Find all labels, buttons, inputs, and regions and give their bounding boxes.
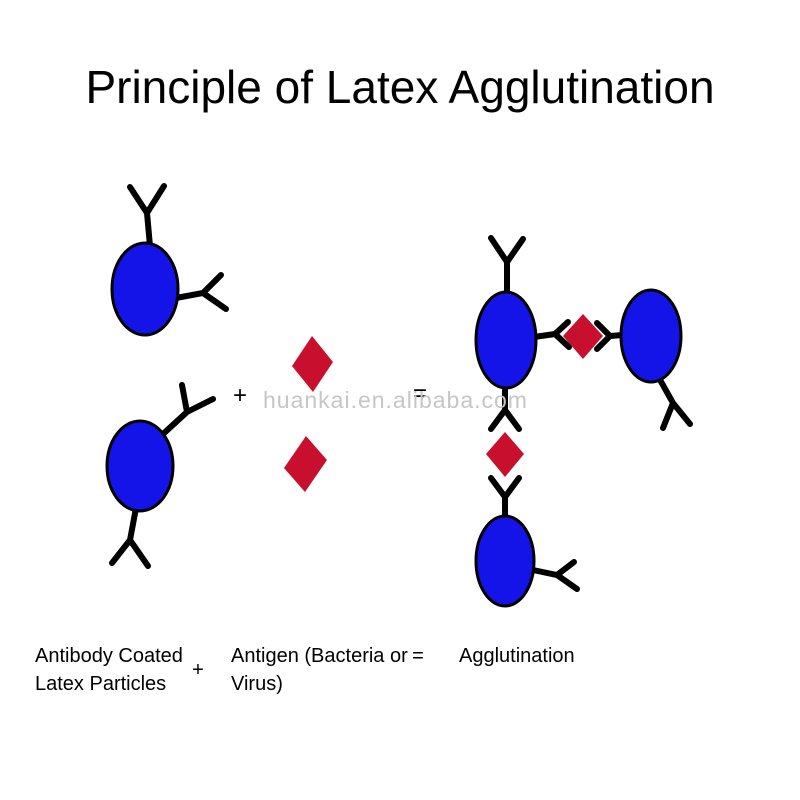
antibody-icon bbox=[488, 235, 526, 295]
antigen-icon bbox=[563, 314, 603, 359]
latex-bead bbox=[110, 241, 180, 337]
antibody-icon bbox=[530, 559, 580, 592]
antigen-icon bbox=[486, 432, 524, 477]
caption-equals: = bbox=[412, 645, 424, 667]
antibody-icon bbox=[656, 375, 693, 431]
latex-bead bbox=[474, 514, 536, 608]
caption-plus: + bbox=[192, 659, 204, 681]
antibody-icon bbox=[127, 183, 167, 249]
latex-bead bbox=[619, 288, 683, 384]
latex-bead bbox=[474, 290, 538, 390]
antibody-icon bbox=[488, 475, 522, 519]
antibody-icon bbox=[160, 382, 216, 437]
page-title: Principle of Latex Agglutination bbox=[85, 61, 714, 113]
antibody-icon bbox=[488, 387, 522, 432]
antibody-icon bbox=[173, 272, 229, 312]
latex-particle-bottom-left bbox=[105, 382, 216, 569]
antibody-icon bbox=[531, 319, 572, 350]
antibody-icon bbox=[109, 505, 151, 569]
watermark-text: huankai.en.alibaba.com bbox=[263, 387, 528, 413]
antibody-icon bbox=[594, 320, 626, 352]
agglutination-cluster bbox=[474, 235, 693, 608]
equals-operator: = bbox=[413, 380, 427, 407]
antigen-icon bbox=[292, 336, 333, 392]
latex-particle-top-left bbox=[110, 183, 229, 337]
latex-bead bbox=[105, 419, 175, 513]
caption-antigen-line2: Virus) bbox=[231, 673, 283, 695]
free-antigens bbox=[284, 336, 333, 492]
caption-row: Antibody Coated Latex Particles + Antige… bbox=[35, 645, 575, 695]
caption-antibody-line1: Antibody Coated bbox=[35, 645, 183, 667]
caption-result: Agglutination bbox=[459, 645, 575, 667]
caption-antibody-line2: Latex Particles bbox=[35, 673, 166, 695]
caption-antigen-line1: Antigen (Bacteria or bbox=[231, 645, 408, 667]
plus-operator: + bbox=[233, 382, 247, 409]
antigen-icon bbox=[284, 436, 327, 492]
